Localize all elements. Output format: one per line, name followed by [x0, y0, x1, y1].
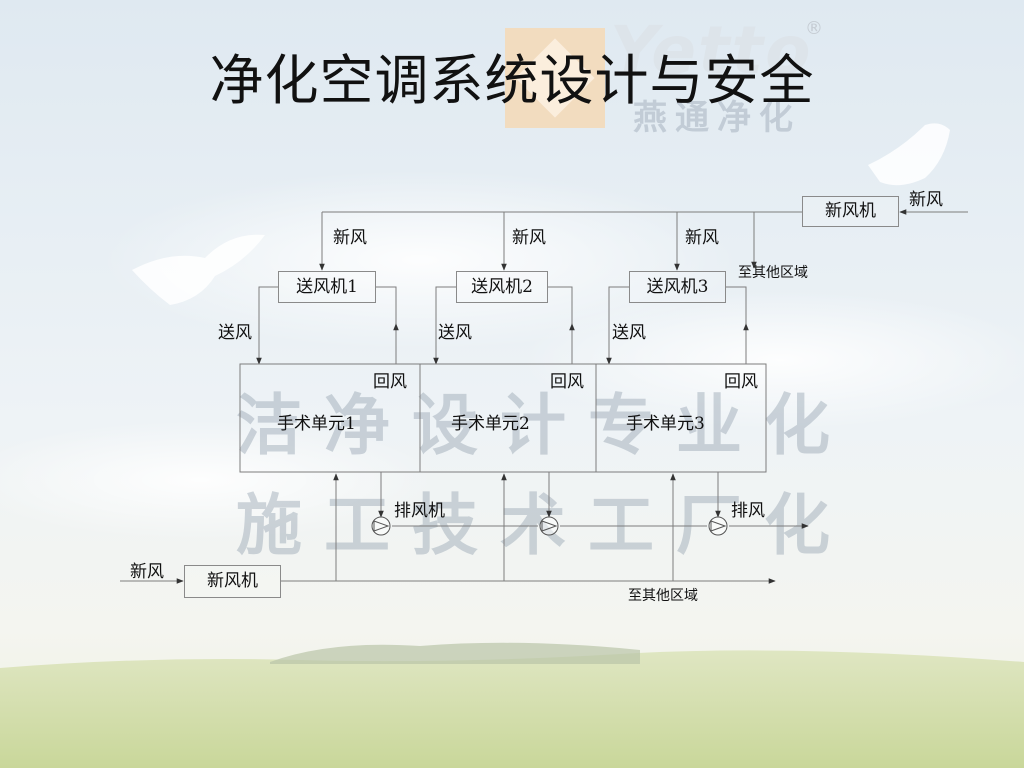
exhaust-label: 排风 [731, 501, 765, 521]
return-line-1 [376, 286, 397, 364]
fresh-air-label-1: 新风 [333, 228, 367, 248]
supply-air-label-1: 送风 [218, 323, 252, 343]
return-line-2 [548, 286, 573, 364]
supply-line-2 [433, 286, 456, 365]
company-logo: Yetto ® 燕通净化 [505, 12, 825, 138]
to-other-areas-label-top: 至其他区域 [738, 265, 808, 281]
logo-mark-icon [505, 28, 605, 128]
return-air-label-2: 回风 [550, 372, 584, 392]
supply-air-label-2: 送风 [438, 323, 472, 343]
fresh-air-label-bottom-left: 新风 [130, 562, 164, 582]
logo-registered-mark: ® [805, 18, 823, 39]
exhaust-fan-2-icon [539, 516, 559, 536]
page-title: 净化空调系统设计与安全 [209, 49, 815, 112]
fresh-air-label-top-right: 新风 [909, 190, 943, 210]
logo-brand: Yetto [610, 12, 813, 89]
return-air-label-3: 回风 [724, 372, 758, 392]
to-other-areas-label-bottom: 至其他区域 [628, 588, 698, 604]
return-air-label-1: 回风 [373, 372, 407, 392]
exhaust-fan-1-icon [371, 516, 391, 536]
fresh-air-label-3: 新风 [685, 228, 719, 248]
surgery-unit-3-label: 手术单元3 [626, 414, 705, 434]
supply-fan-3: 送风机3 [629, 271, 726, 303]
supply-air-label-3: 送风 [612, 323, 646, 343]
surgery-unit-1-label: 手术单元1 [277, 414, 356, 434]
return-line-3 [726, 286, 747, 364]
supply-line-1 [256, 286, 278, 365]
exhaust-fan-3-icon [708, 516, 728, 536]
fresh-air-label-2: 新风 [512, 228, 546, 248]
supply-fan-1: 送风机1 [278, 271, 376, 303]
surgery-units-block [239, 363, 767, 473]
supply-line-3 [606, 286, 629, 365]
exhaust-fan-label: 排风机 [394, 501, 445, 521]
supply-fan-2: 送风机2 [456, 271, 548, 303]
fresh-air-unit-top: 新风机 [802, 196, 899, 227]
watermark-line-1: 洁净设计专业化 [236, 387, 852, 464]
fresh-air-unit-bottom: 新风机 [184, 565, 281, 598]
logo-subtitle: 燕通净化 [633, 98, 801, 138]
surgery-unit-2-label: 手术单元2 [451, 414, 530, 434]
